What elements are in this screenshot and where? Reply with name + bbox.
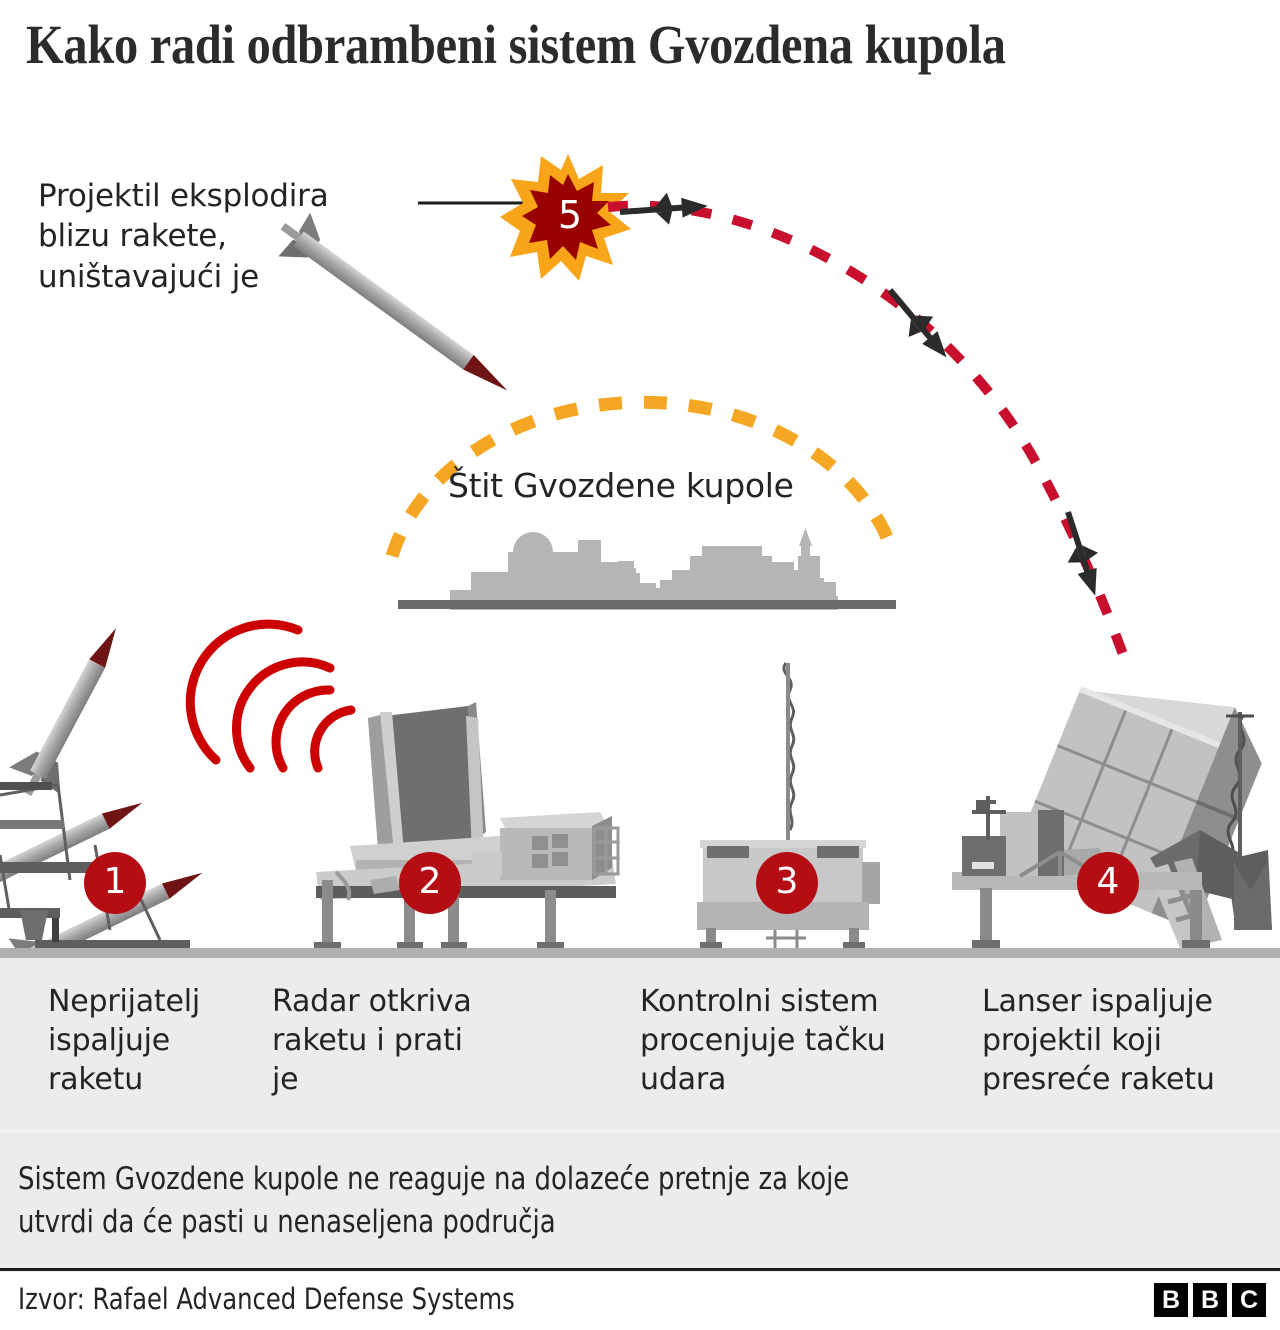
interceptor-missile-icon <box>887 288 947 358</box>
step-caption-1: Neprijatelj ispaljuje raketu <box>48 984 201 1097</box>
shield-label: Štit Gvozdene kupole <box>448 466 794 505</box>
step-caption-3: Kontrolni sistem procenjuje tačku udara <box>640 984 886 1097</box>
skyline-baseline <box>398 600 896 609</box>
interceptor-missile-icon <box>619 192 708 225</box>
step-badge-1: 1 <box>84 852 146 914</box>
explosion-annotation: Projektil eksplodira blizu rakete, uništ… <box>38 178 329 295</box>
interceptor-missile-icon <box>1065 511 1099 596</box>
radar-waves-icon <box>185 619 356 773</box>
dome-shield-arc <box>385 395 901 558</box>
iron-dome-launcher-icon <box>952 686 1272 949</box>
bbc-logo: B B C <box>1154 1283 1266 1317</box>
step-badge-2: 2 <box>399 852 461 914</box>
interceptor-trajectory <box>607 200 1133 670</box>
bbc-logo-b2: B <box>1193 1283 1227 1317</box>
explosion-step-number: 5 <box>557 193 583 237</box>
city-skyline-icon <box>450 528 838 610</box>
ground-line <box>0 948 1280 960</box>
bbc-logo-b1: B <box>1154 1283 1188 1317</box>
footnote-text: Sistem Gvozdene kupole ne reaguje na dol… <box>18 1161 850 1240</box>
radar-unit-icon <box>314 702 620 951</box>
step-badge-4: 4 <box>1077 852 1139 914</box>
footnote-band <box>0 1130 1280 1272</box>
step-badge-3: 3 <box>756 852 818 914</box>
bbc-logo-c: C <box>1232 1283 1266 1317</box>
source-divider <box>0 1268 1280 1271</box>
source-text: Izvor: Rafael Advanced Defense Systems <box>18 1282 515 1316</box>
step-caption-4: Lanser ispaljuje projektil koji presreće… <box>982 984 1215 1097</box>
explosion-icon <box>500 154 631 281</box>
step-caption-2: Radar otkriva raketu i prati je <box>272 984 472 1097</box>
incoming-rocket-icon <box>278 212 508 391</box>
caption-band <box>0 958 1280 1130</box>
page-title: Kako radi odbrambeni sistem Gvozdena kup… <box>26 14 1006 75</box>
